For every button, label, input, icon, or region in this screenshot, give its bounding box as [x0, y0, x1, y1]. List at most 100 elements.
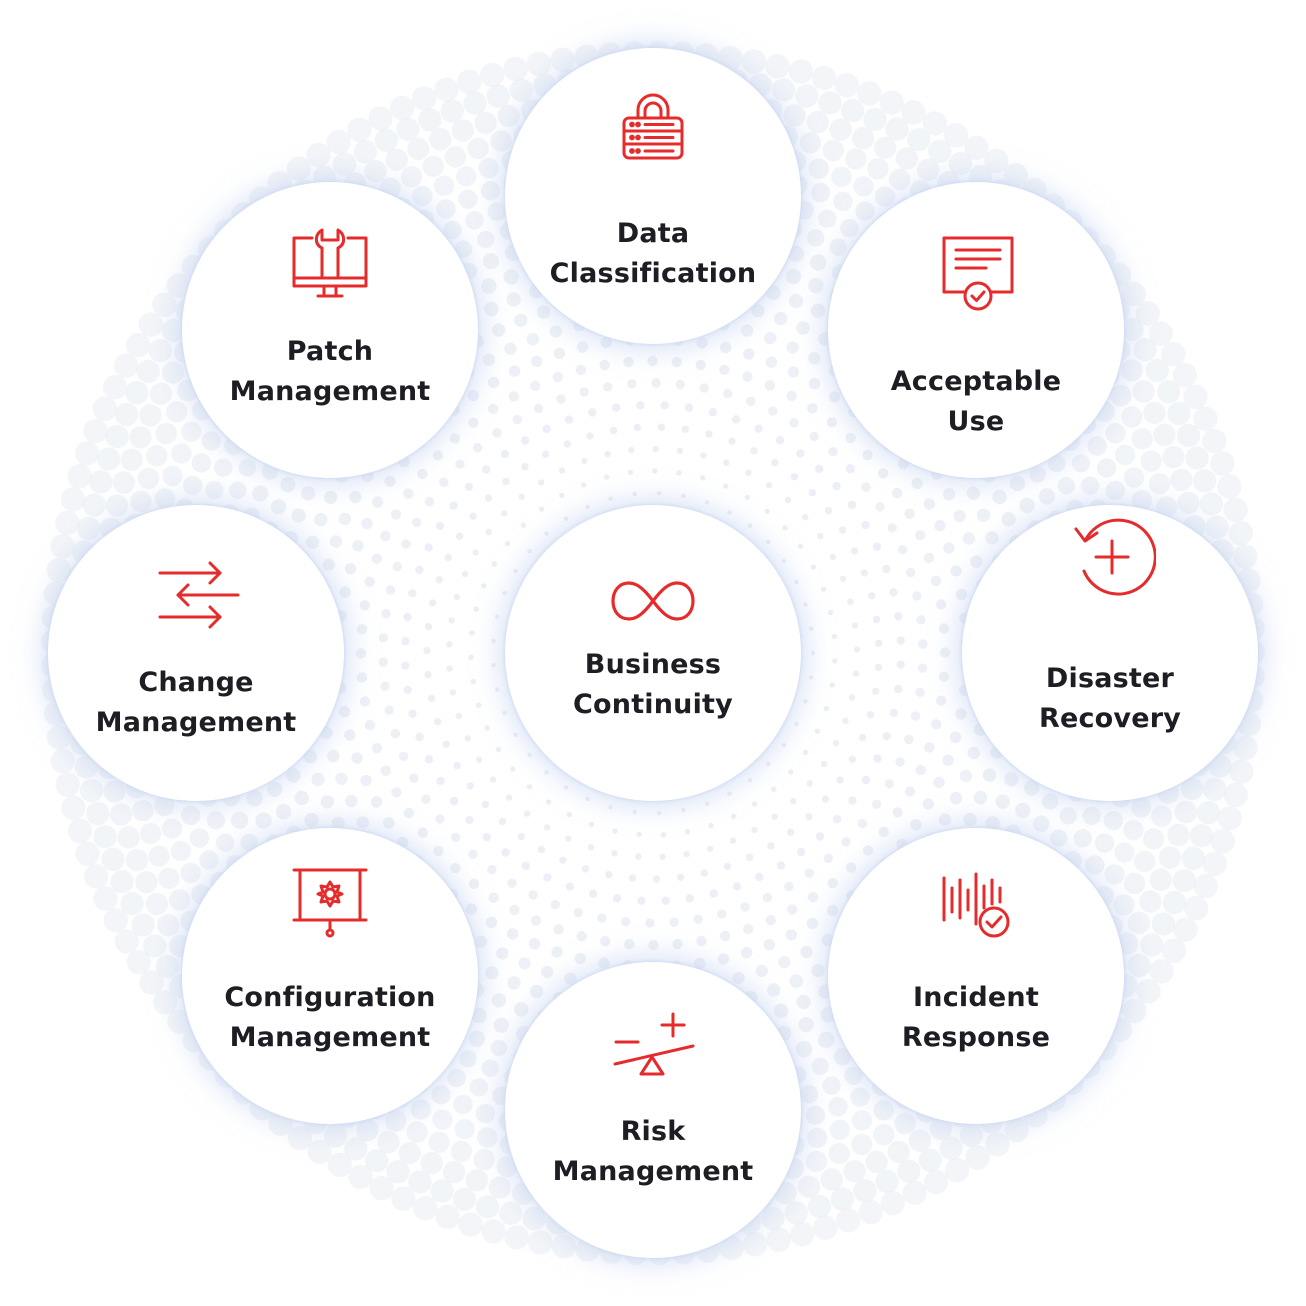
node-label-line: Management [552, 1156, 754, 1187]
background-dot [374, 128, 399, 152]
background-dot [148, 845, 170, 867]
background-dot [818, 91, 842, 115]
background-dot [380, 530, 391, 542]
background-dot [339, 586, 351, 598]
background-dot [504, 540, 511, 547]
background-dot [1189, 824, 1214, 848]
background-dot [558, 467, 566, 474]
background-dot [152, 292, 177, 317]
background-dot [938, 623, 950, 634]
background-dot [450, 1140, 473, 1163]
background-dot [529, 984, 544, 999]
presentation-gear-icon [284, 856, 376, 948]
infinity-icon [607, 555, 699, 647]
background-dot [939, 647, 951, 658]
background-dot [96, 447, 121, 471]
background-dot [806, 110, 829, 134]
background-dot [428, 599, 437, 607]
background-dot [556, 394, 566, 404]
background-dot [364, 576, 375, 587]
background-dot [552, 371, 563, 383]
background-dot [114, 353, 139, 378]
node-label-line: Management [95, 707, 297, 738]
background-dot [955, 588, 968, 601]
restore-plus-icon [1064, 513, 1156, 605]
swap-arrows-icon [150, 551, 242, 643]
background-dot [542, 424, 551, 434]
background-dot [985, 1132, 1010, 1157]
background-dot [732, 971, 745, 985]
background-dot [76, 516, 101, 540]
background-dot [131, 913, 155, 937]
background-dot [488, 1176, 511, 1199]
background-dot [745, 469, 752, 476]
background-dot [938, 813, 951, 826]
background-dot [1161, 938, 1187, 963]
background-dot [432, 1109, 453, 1130]
background-dot [531, 355, 543, 367]
background-dot [843, 1160, 866, 1183]
background-dot [487, 202, 507, 221]
background-dot [928, 139, 952, 163]
background-dot [434, 718, 442, 726]
background-dot [850, 547, 859, 555]
background-dot [1150, 805, 1173, 827]
background-dot [476, 702, 482, 708]
background-dot [1148, 473, 1171, 495]
background-dot [892, 487, 903, 499]
background-dot [746, 396, 756, 406]
background-dot [436, 776, 445, 786]
background-dot [949, 731, 962, 743]
background-dot [473, 606, 480, 612]
background-dot [838, 526, 847, 534]
background-dot [384, 475, 396, 487]
background-dot [477, 230, 495, 249]
node-incident-response: Incident Response [828, 828, 1124, 1124]
background-dot [897, 545, 908, 555]
background-dot [455, 532, 464, 540]
background-dot [456, 166, 477, 187]
background-dot [132, 800, 154, 822]
background-dot [368, 106, 393, 131]
background-dot [882, 731, 891, 741]
background-dot [553, 347, 566, 359]
background-dot [275, 803, 292, 820]
background-dot [67, 818, 93, 844]
background-dot [797, 1175, 821, 1198]
background-dot [503, 269, 519, 285]
background-dot [344, 729, 356, 741]
background-dot [1155, 496, 1178, 518]
background-dot [964, 135, 989, 160]
background-dot [1113, 894, 1135, 916]
background-dot [287, 1125, 313, 1151]
background-dot [417, 468, 428, 480]
background-dot [345, 794, 358, 808]
background-dot [829, 238, 847, 256]
background-dot [286, 156, 311, 181]
background-dot [454, 1118, 475, 1140]
node-label-line: Change [138, 667, 254, 698]
background-dot [383, 817, 395, 829]
background-dot [449, 501, 458, 510]
background-dot [799, 132, 822, 154]
background-dot [1114, 842, 1135, 863]
background-dot [845, 148, 867, 170]
background-dot [485, 916, 498, 928]
background-dot [847, 500, 857, 510]
background-dot [378, 657, 388, 667]
background-dot [491, 561, 497, 567]
background-dot [729, 837, 737, 844]
background-dot [727, 510, 732, 515]
background-dot [811, 65, 837, 91]
node-label-line: Data [616, 218, 690, 249]
node-label: Configuration Management [196, 978, 464, 1058]
background-dot [1132, 380, 1155, 403]
background-dot [811, 963, 825, 978]
background-dot [808, 158, 829, 179]
background-dot [518, 957, 531, 970]
background-dot [845, 862, 857, 873]
background-dot [874, 136, 897, 159]
background-dot [381, 609, 391, 619]
background-dot [720, 341, 732, 354]
background-dot [704, 500, 710, 505]
